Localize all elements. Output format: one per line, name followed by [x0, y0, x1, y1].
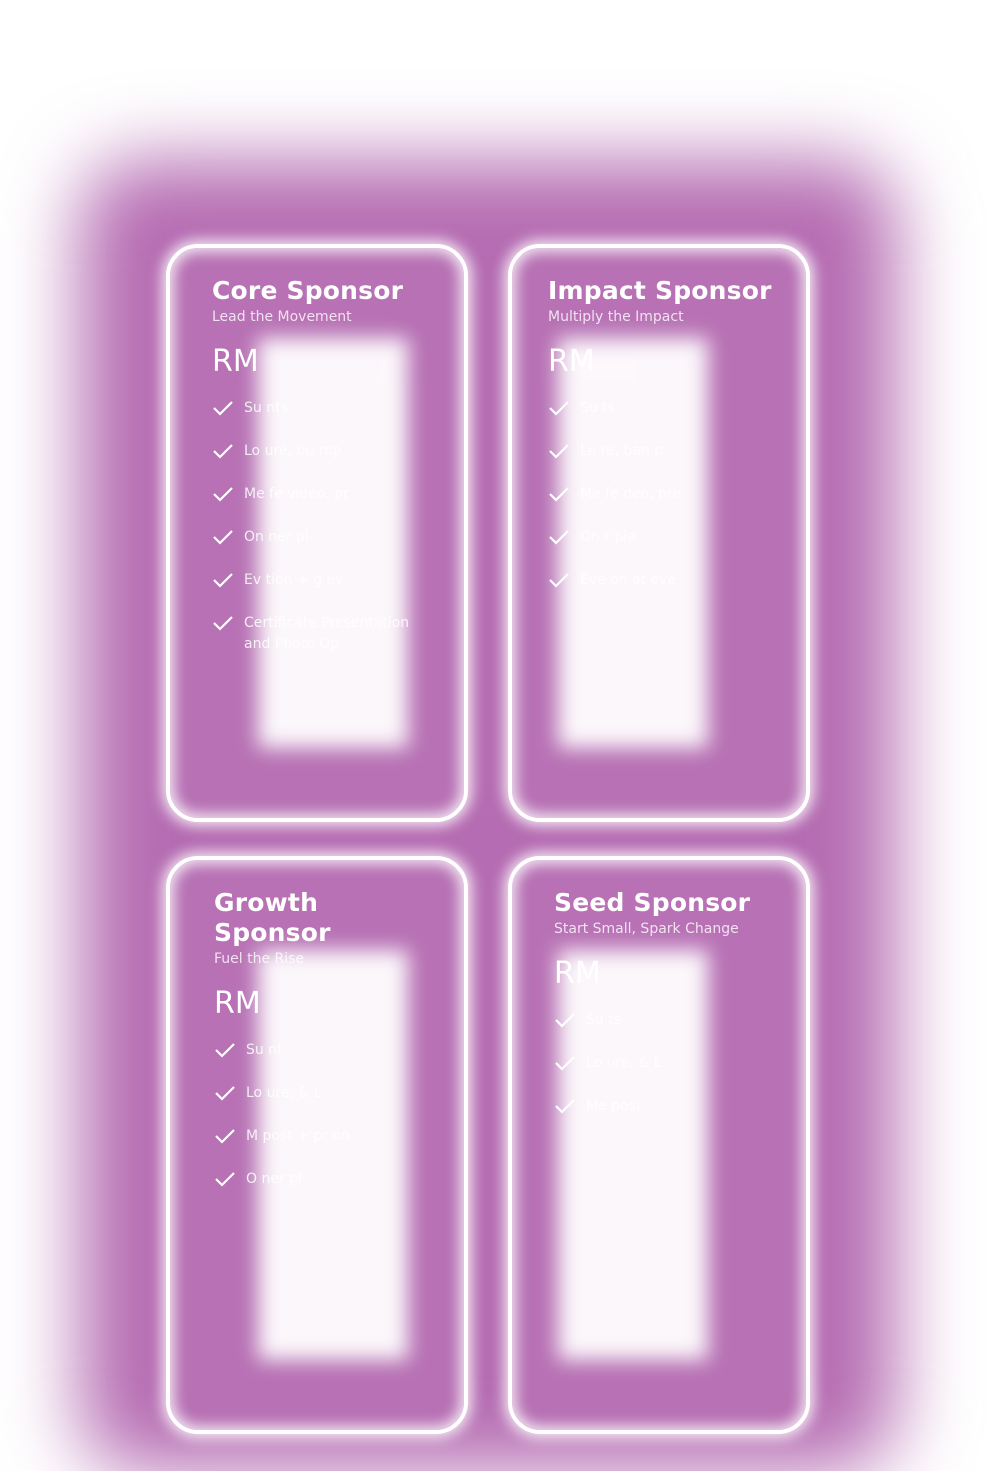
check-icon [215, 1043, 235, 1058]
feature-item: Lo ure, & L [554, 1053, 776, 1074]
sponsor-card-seed[interactable]: Seed Sponsor Start Small, Spark Change R… [508, 856, 810, 1434]
check-icon [213, 530, 233, 545]
feature-item: Me fe video, pr [212, 484, 434, 505]
card-subtitle: Start Small, Spark Change [554, 921, 739, 937]
card-title: Core Sponsor [212, 276, 404, 305]
card-subtitle: Multiply the Impact [548, 309, 684, 325]
card-title: Growth Sponsor [214, 888, 331, 947]
feature-item: Lo re, ban p [548, 441, 776, 462]
check-icon [213, 616, 233, 631]
check-icon [213, 573, 233, 588]
check-icon [549, 530, 569, 545]
check-icon [555, 1013, 575, 1028]
feature-item: Su nt [214, 1040, 434, 1061]
check-icon [555, 1099, 575, 1114]
feature-item: Su ts [554, 1010, 776, 1031]
check-icon [213, 487, 233, 502]
feature-list: Su nt Lo ure, & L M post + pr on O ner p… [214, 1040, 434, 1190]
feature-item: O ner pl [214, 1169, 434, 1190]
sponsor-card-core[interactable]: Core Sponsor Lead the Movement RM Su nts… [166, 244, 468, 822]
check-icon [213, 444, 233, 459]
check-icon [549, 573, 569, 588]
feature-list: Su ts Lo re, ban p Me fe deo, pre On [548, 398, 776, 591]
check-icon [549, 401, 569, 416]
card-subtitle: Fuel the Rise [214, 951, 305, 967]
feature-item: On ner pl [212, 527, 434, 548]
card-price: RM [548, 344, 595, 379]
feature-item: Lo ure, bu rop [212, 441, 434, 462]
feature-item: Lo ure, & L [214, 1083, 434, 1104]
card-price: RM [554, 956, 601, 991]
card-title: Seed Sponsor [554, 888, 751, 917]
sponsor-card-impact[interactable]: Impact Sponsor Multiply the Impact RM Su… [508, 244, 810, 822]
feature-item: Me fe deo, pre [548, 484, 776, 505]
feature-item: Eve on at eve [548, 570, 776, 591]
feature-item: Certificate Presentation and Photo Op [212, 613, 434, 655]
card-price: RM [212, 344, 259, 379]
feature-item: Su nts [212, 398, 434, 419]
check-icon [549, 487, 569, 502]
feature-item: Ev tion + g ev [212, 570, 434, 591]
card-price: RM [214, 986, 261, 1021]
feature-list: Su ts Lo ure, & L Me post [554, 1010, 776, 1117]
feature-item: Me post [554, 1096, 776, 1117]
check-icon [215, 1086, 235, 1101]
sponsor-card-growth[interactable]: Growth Sponsor Fuel the Rise RM Su nt Lo… [166, 856, 468, 1434]
check-icon [215, 1172, 235, 1187]
card-title: Impact Sponsor [548, 276, 772, 305]
check-icon [555, 1056, 575, 1071]
feature-item: Su ts [548, 398, 776, 419]
check-icon [215, 1129, 235, 1144]
check-icon [213, 401, 233, 416]
feature-item: On r pla [548, 527, 776, 548]
card-subtitle: Lead the Movement [212, 309, 352, 325]
feature-list: Su nts Lo ure, bu rop Me fe video, pr On [212, 398, 434, 655]
feature-item: M post + pr on [214, 1126, 434, 1147]
check-icon [549, 444, 569, 459]
